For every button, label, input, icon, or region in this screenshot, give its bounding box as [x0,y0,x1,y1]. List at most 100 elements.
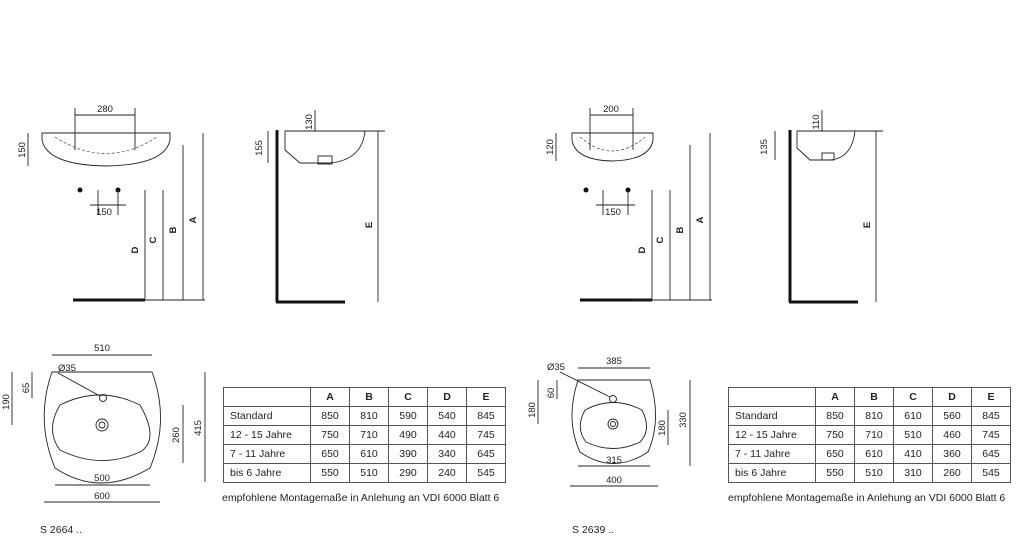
dim-basin-height: 150 [17,142,28,158]
height-label-e: E [862,222,873,228]
dim-depth: 155 [254,140,265,156]
header-cell: D [427,387,467,407]
dim-hole-diameter: Ø35 [58,363,76,374]
header-cell: A [310,387,350,407]
dim-depth: 135 [759,139,770,155]
header-cell [728,387,816,407]
cell: 410 [893,444,933,464]
height-label-a: A [695,216,706,223]
cell: 850 [310,406,350,426]
cell: 750 [815,425,855,445]
header-cell: A [815,387,855,407]
cell: 260 [932,463,972,483]
dim-front-depth: 180 [527,402,538,418]
cell: 460 [932,425,972,445]
height-label-b: B [168,226,179,233]
height-label-b: B [675,226,686,233]
dim-tap-spacing: 200 [603,104,619,115]
cell: 710 [349,425,389,445]
header-cell: E [466,387,506,407]
valve-left [77,187,83,193]
dim-total-depth: 330 [678,412,689,428]
height-label-c: C [148,236,159,243]
cell: 750 [310,425,350,445]
cell: 845 [971,406,1011,426]
cell: 610 [893,406,933,426]
cell: 645 [466,444,506,464]
cell: 510 [349,463,389,483]
height-label-a: A [188,216,199,223]
cell: 510 [854,463,894,483]
cell: 290 [388,463,428,483]
row-label: Standard [223,406,311,426]
basin-top-outline [41,132,171,167]
cell: 610 [854,444,894,464]
height-label-e: E [364,222,375,228]
cell: 510 [893,425,933,445]
cell: 310 [893,463,933,483]
header-cell: C [893,387,933,407]
cell: 845 [466,406,506,426]
cell: 610 [349,444,389,464]
cell: 810 [349,406,389,426]
dim-hole-offset: 65 [21,383,32,394]
row-label: Standard [728,406,816,426]
row-label: 7 - 11 Jahre [223,444,311,464]
model-2-top-view: 200 120 150 D C B A [545,104,712,302]
cell: 650 [815,444,855,464]
cell: 710 [854,425,894,445]
header-cell: B [349,387,389,407]
table-note: empfohlene Montagemaße in Anlehung an VD… [222,492,500,504]
header-cell: E [971,387,1011,407]
dim-width-top: 510 [94,343,110,354]
dim-tap-spacing: 280 [97,104,113,115]
row-label: 12 - 15 Jahre [728,425,816,445]
cell: 850 [815,406,855,426]
row-label: 7 - 11 Jahre [728,444,816,464]
cell: 440 [427,425,467,445]
dim-hole-diameter: Ø35 [547,362,565,373]
dim-width-inner: 315 [606,455,622,466]
dim-top-offset: 130 [304,114,315,130]
cell: 650 [310,444,350,464]
height-label-d: D [130,246,141,253]
cell: 645 [971,444,1011,464]
row-label: bis 6 Jahre [728,463,816,483]
dim-bowl-depth: 180 [657,420,668,436]
dim-valve-spacing: 150 [96,207,112,218]
cell: 745 [466,425,506,445]
table-header-row: A B C D E [728,387,1011,407]
dim-valve-spacing: 150 [605,207,621,218]
dim-total-depth: 415 [193,420,204,436]
cell: 590 [388,406,428,426]
model-2-side-view: 110 135 E [759,110,883,304]
table-header-row: A B C D E [223,387,506,407]
table-note: empfohlene Montagemaße in Anlehung an VD… [728,492,1006,504]
cell: 390 [388,444,428,464]
cell: 810 [854,406,894,426]
row-label: bis 6 Jahre [223,463,311,483]
dim-hole-offset: 60 [546,388,557,399]
cell: 545 [971,463,1011,483]
header-cell [223,387,311,407]
cell: 560 [932,406,972,426]
model-code: S 2664 .. [40,524,83,536]
model-1-plan-view: 510 Ø35 190 65 260 415 500 600 [1,343,206,503]
dim-width-outer: 400 [606,475,622,486]
model-1-side-view: 130 155 E [254,110,385,304]
model-code: S 2639 .. [572,524,615,536]
header-cell: B [854,387,894,407]
dim-width-inner: 500 [94,473,110,484]
cell: 540 [427,406,467,426]
dim-bowl-depth: 260 [171,427,182,443]
dim-front-depth: 190 [1,394,12,410]
